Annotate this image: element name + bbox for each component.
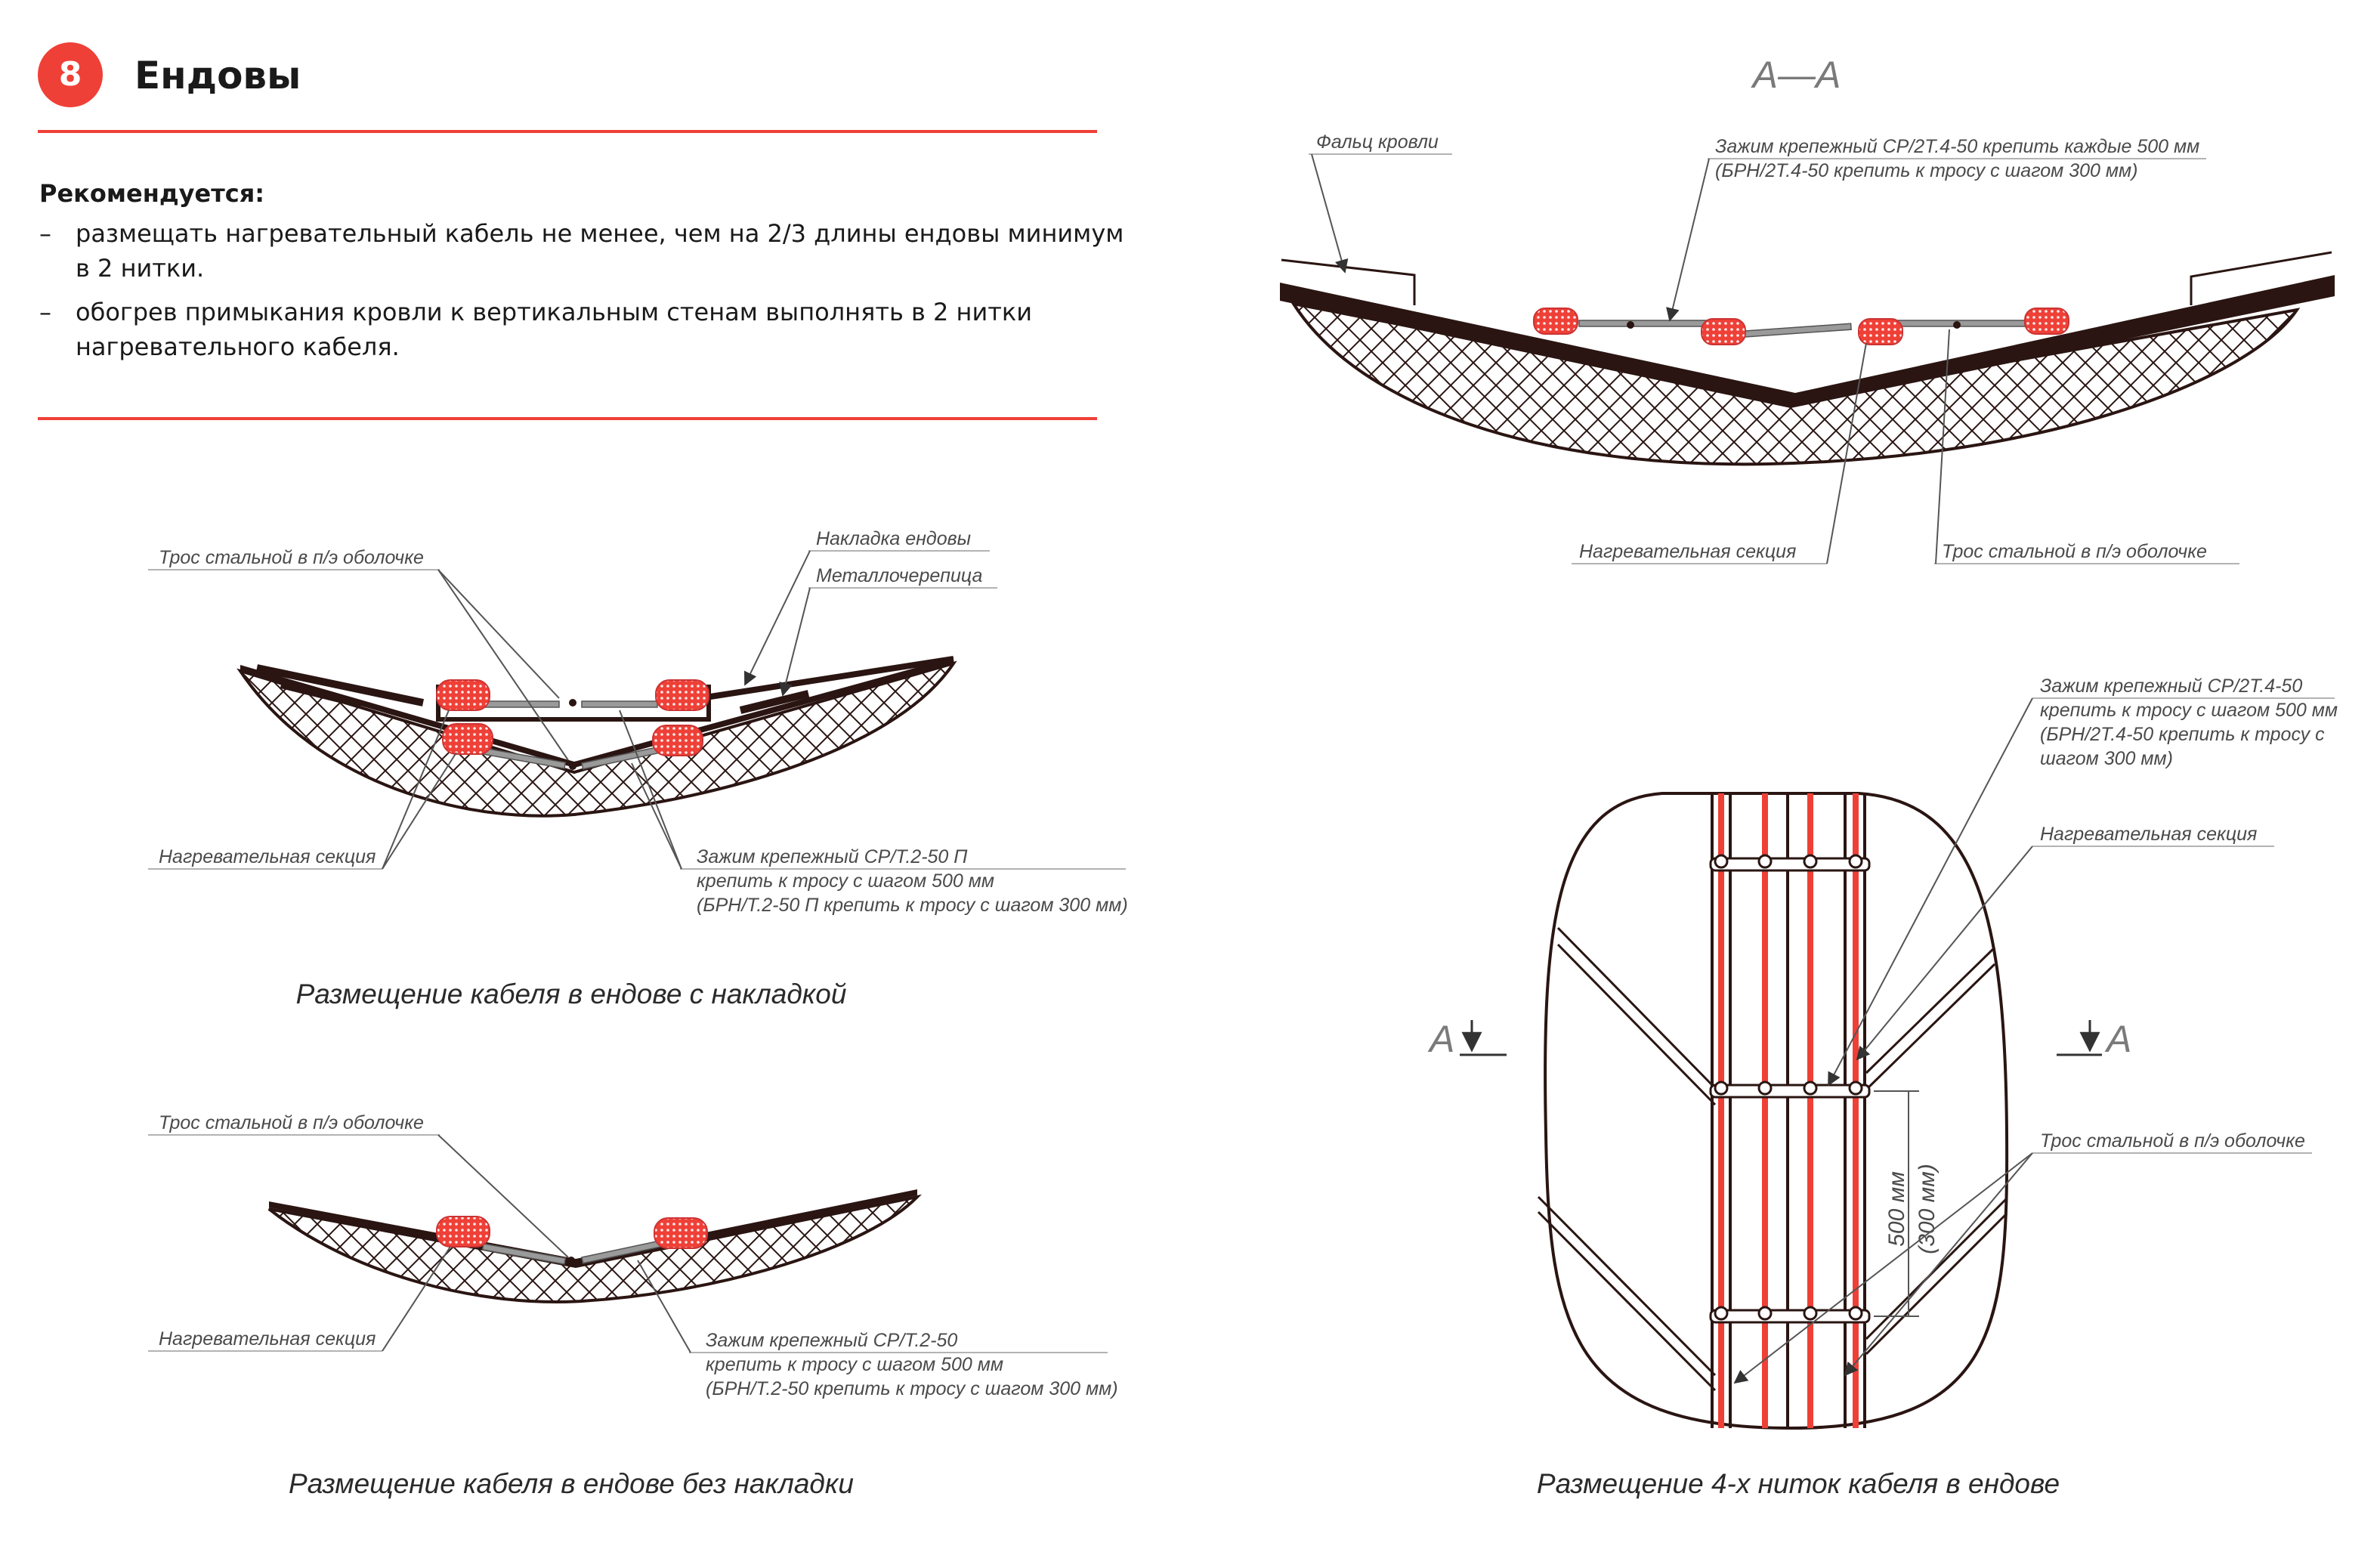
- label-nagrev: Нагревательная секция: [159, 846, 376, 867]
- label-zazhim-1: Зажим крепежный СР/Т.2-50: [706, 1330, 957, 1351]
- caption-four-runs: Размещение 4-х ниток кабеля в ендове: [1537, 1468, 2060, 1499]
- label-zazhim-3: (БРН/2Т.4-50 крепить к тросу с: [2040, 724, 2325, 745]
- dimension-500: 500 мм: [1884, 1171, 1909, 1247]
- caption-without-overlay: Размещение кабеля в ендове без накладки: [289, 1468, 854, 1499]
- label-tros: Трос стальной в п/э оболочке: [159, 1112, 424, 1133]
- label-tros: Трос стальной в п/э оболочке: [1942, 541, 2207, 562]
- section-marker-left: А: [1427, 1018, 1454, 1060]
- list-item: –размещать нагревательный кабель не мене…: [39, 219, 1124, 283]
- label-tros: Трос стальной в п/э оболочке: [159, 547, 424, 568]
- dimension-300: (300 мм): [1915, 1164, 1940, 1254]
- section-title: А—А: [1751, 54, 1841, 96]
- list-item: –обогрев примыкания кровли к вертикальны…: [39, 298, 1033, 361]
- label-zazhim-1: Зажим крепежный СР/2Т.4-50 крепить кажды…: [1715, 136, 2199, 157]
- recommend-list: –размещать нагревательный кабель не мене…: [39, 216, 1127, 373]
- recommend-divider: [38, 417, 1097, 420]
- section-marker-right: А: [2104, 1018, 2131, 1060]
- label-zazhim-4: шагом 300 мм): [2040, 748, 2173, 769]
- label-nakladka: Накладка ендовы: [816, 528, 971, 549]
- label-zazhim-2: крепить к тросу с шагом 500 мм: [697, 870, 994, 892]
- label-falc: Фальц кровли: [1316, 131, 1439, 153]
- header-divider: [38, 130, 1097, 133]
- diagram-section-aa: А—А Фальц кровли Зажим крепежный СР/2Т.4…: [1280, 54, 2335, 564]
- label-nagrev: Нагревательная секция: [159, 1328, 376, 1350]
- label-metall: Металлочерепица: [816, 565, 982, 586]
- label-zazhim-1: Зажим крепежный СР/Т.2-50 П: [697, 846, 968, 867]
- page-title: Ендовы: [134, 54, 301, 97]
- section-number-badge: 8: [38, 42, 103, 107]
- recommend-heading: Рекомендуется:: [39, 179, 265, 208]
- diagram-plan-four-runs: 500 мм (300 мм) А А Зажим крепежный СР/2…: [1427, 676, 2338, 1499]
- label-zazhim-2: (БРН/2Т.4-50 крепить к тросу с шагом 300…: [1715, 160, 2138, 181]
- label-zazhim-3: (БРН/Т.2-50 крепить к тросу с шагом 300 …: [706, 1378, 1118, 1399]
- label-nagrev: Нагревательная секция: [1579, 541, 1796, 562]
- label-zazhim-2: крепить к тросу с шагом 500 мм: [2040, 700, 2338, 721]
- diagram-without-overlay: Трос стальной в п/э оболочке Нагреватель…: [148, 1112, 1118, 1499]
- diagram-with-overlay: Трос стальной в п/э оболочке Накладка ен…: [148, 528, 1128, 1009]
- label-tros: Трос стальной в п/э оболочке: [2040, 1130, 2305, 1152]
- label-nagrev: Нагревательная секция: [2040, 824, 2257, 845]
- caption-with-overlay: Размещение кабеля в ендове с накладкой: [296, 979, 847, 1009]
- label-zazhim-2: крепить к тросу с шагом 500 мм: [706, 1354, 1003, 1375]
- label-zazhim-1: Зажим крепежный СР/2Т.4-50: [2040, 676, 2302, 697]
- label-zazhim-3: (БРН/Т.2-50 П крепить к тросу с шагом 30…: [697, 895, 1128, 916]
